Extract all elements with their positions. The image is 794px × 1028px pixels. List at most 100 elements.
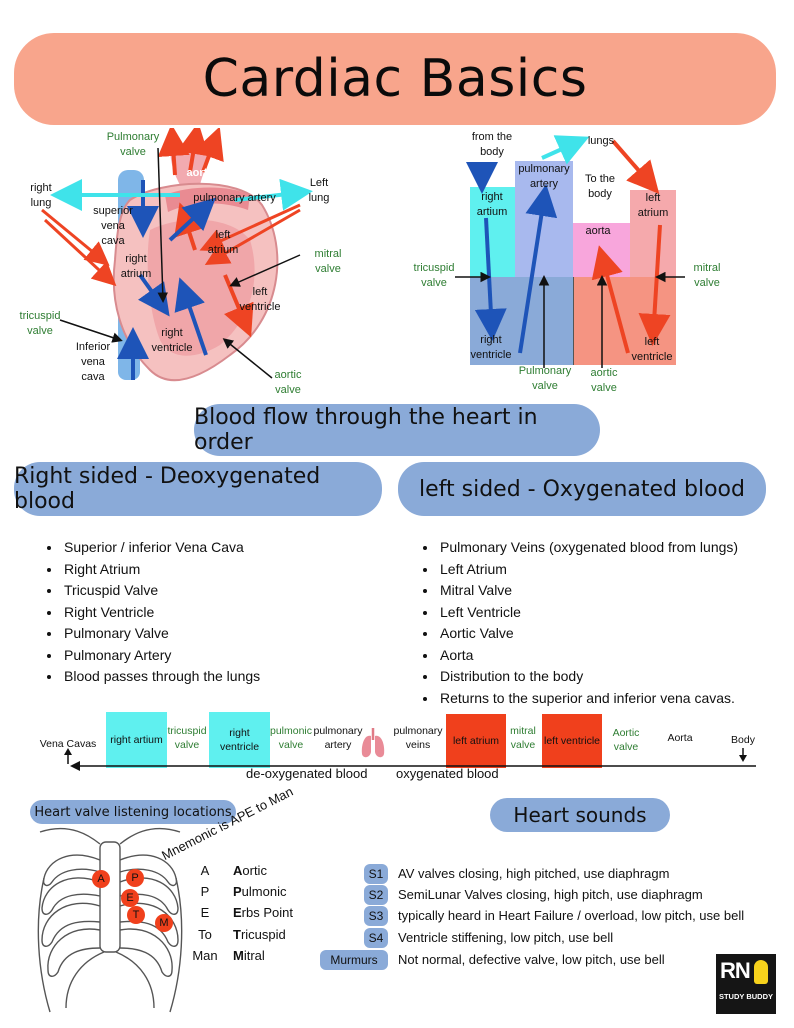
- mnemonic-word: Tricuspid: [233, 927, 286, 942]
- marker-tricuspid: T: [127, 906, 145, 924]
- pa-block: [515, 161, 573, 277]
- mnemonic-word: Erbs Point: [233, 905, 293, 920]
- label-pulmonary-valve-box: Pulmonary valve: [518, 365, 572, 392]
- list-item: Returns to the superior and inferior ven…: [438, 688, 794, 710]
- right-side-heading-text: Right sided - Deoxygenated blood: [14, 464, 321, 514]
- list-item: Aorta: [438, 645, 794, 667]
- rn-study-buddy-logo: RN STUDY BUDDY: [716, 954, 776, 1014]
- sound-desc: SemiLunar Valves closing, high pitch, us…: [398, 887, 703, 902]
- label-aorta: aorta: [186, 167, 214, 179]
- list-item: Right Atrium: [62, 559, 392, 581]
- list-item: Tricuspid Valve: [62, 580, 392, 602]
- heart-sounds-heading: Heart sounds: [490, 798, 670, 832]
- label-mitral-valve: mitral valve: [314, 248, 342, 275]
- list-item: Pulmonary Valve: [62, 623, 392, 645]
- marker-mitral: M: [155, 914, 173, 932]
- label-lungs: lungs: [587, 135, 615, 147]
- chamber-schematic: from the body lungs pulmonary artery rig…: [410, 128, 740, 398]
- sound-desc: typically heard in Heart Failure / overl…: [398, 908, 745, 923]
- marker-pulmonic: P: [126, 869, 144, 887]
- mnemonic-letter: P: [200, 884, 210, 899]
- flow-left-atrium: left atrium: [446, 714, 506, 768]
- left-side-heading: left sided - Oxygenated blood: [398, 462, 766, 516]
- label-aorta-box: aorta: [585, 225, 611, 237]
- sound-tag-murmurs: Murmurs: [320, 950, 388, 970]
- label-left-ventricle-box: left ventricle: [631, 336, 673, 363]
- flow-body: Body: [731, 734, 755, 746]
- flow-pulmonic-valve: pulmonic valve: [269, 725, 313, 751]
- flow-arrow-line: [64, 748, 756, 771]
- label-pulmonary-valve: Pulmonary valve: [106, 131, 160, 158]
- sound-tag-s2: S2: [364, 885, 388, 905]
- label-right-ventricle: right ventricle: [151, 327, 193, 354]
- label-tricuspid-valve-box: tricuspid valve: [413, 262, 455, 289]
- label-deoxygenated: de-oxygenated blood: [246, 766, 368, 781]
- mnemonic-letter: Man: [192, 948, 218, 963]
- valve-locations-heading-text: Heart valve listening locations: [34, 804, 232, 820]
- label-aortic-valve-box: aortic valve: [590, 367, 618, 394]
- list-item: Left Atrium: [438, 559, 794, 581]
- label-to-body: To the body: [585, 173, 615, 200]
- title-banner: Cardiac Basics: [14, 33, 776, 125]
- sound-tag-s4: S4: [364, 928, 388, 948]
- flow-pulmonary-veins: pulmonary veins: [393, 725, 443, 751]
- label-left-ventricle: left ventricle: [239, 286, 281, 313]
- flow-aorta: Aorta: [667, 732, 693, 744]
- label-inferior-vena-cava: Inferior vena cava: [75, 341, 111, 383]
- label-right-ventricle-box: right ventricle: [470, 334, 512, 361]
- sound-desc: AV valves closing, high pitched, use dia…: [398, 866, 670, 881]
- label-mitral-valve-box: mitral valve: [693, 262, 721, 289]
- label-from-body: from the body: [471, 131, 513, 158]
- sound-desc: Not normal, defective valve, low pitch, …: [398, 952, 665, 967]
- left-side-heading-text: left sided - Oxygenated blood: [419, 476, 745, 502]
- list-item: Pulmonary Artery: [62, 645, 392, 667]
- list-item: Aortic Valve: [438, 623, 794, 645]
- ra-block: [470, 187, 515, 277]
- heart-illustration: [41, 128, 313, 381]
- mnemonic-letter: A: [200, 863, 210, 878]
- label-left-atrium-box: left atrium: [637, 192, 669, 219]
- la-block: [630, 190, 676, 277]
- list-item: Distribution to the body: [438, 666, 794, 688]
- flow-heading-text: Blood flow through the heart in order: [194, 405, 538, 455]
- list-item: Pulmonary Veins (oxygenated blood from l…: [438, 537, 794, 559]
- label-right-artium-box: right artium: [476, 191, 508, 218]
- sound-desc: Ventricle stiffening, low pitch, use bel…: [398, 930, 614, 945]
- flow-left-ventricle: left ventricle: [542, 714, 602, 768]
- logo-rn: RN: [720, 958, 751, 983]
- label-pulmonary-artery: pulmonary artery: [193, 192, 276, 204]
- label-right-atrium: right atrium: [120, 253, 152, 280]
- label-aortic-valve: aortic valve: [274, 369, 302, 396]
- flow-pulmonary-artery: pulmonary artery: [313, 725, 363, 751]
- sound-tag-s3: S3: [364, 906, 388, 926]
- flow-heading: Blood flow through the heart in order: [194, 404, 600, 456]
- label-left-lung: Left lung: [308, 177, 330, 204]
- flow-mitral-valve: mitral valve: [510, 725, 536, 751]
- mnemonic-word: Pulmonic: [233, 884, 287, 899]
- flow-aortic-valve: Aortic valve: [612, 727, 640, 753]
- label-left-atrium: left atrium: [207, 229, 239, 256]
- marker-aortic: A: [92, 870, 110, 888]
- flow-right-artium: right artium: [106, 712, 167, 768]
- pencil-icon: [754, 960, 768, 984]
- midline: [573, 277, 574, 365]
- list-item: Left Ventricle: [438, 602, 794, 624]
- mnemonic-letter: E: [200, 905, 210, 920]
- ribcage-illustration: [37, 827, 183, 1013]
- mnemonic-word: Mitral: [233, 948, 265, 963]
- heart-sounds-heading-text: Heart sounds: [513, 803, 647, 827]
- mnemonic-word: Aortic: [233, 863, 267, 878]
- marker-erbs: E: [121, 889, 139, 907]
- left-side-list: Pulmonary Veins (oxygenated blood from l…: [418, 537, 794, 709]
- valve-locations-heading: Heart valve listening locations: [30, 800, 236, 824]
- page-title: Cardiac Basics: [202, 49, 588, 109]
- list-item: Superior / inferior Vena Cava: [62, 537, 392, 559]
- flow-strip: Vena Cavas right artium tricuspid valve …: [0, 708, 794, 788]
- right-side-list: Superior / inferior Vena Cava Right Atri…: [42, 537, 392, 688]
- flow-tricuspid-valve: tricuspid valve: [167, 725, 207, 751]
- sound-tag-s1: S1: [364, 864, 388, 884]
- list-item: Right Ventricle: [62, 602, 392, 624]
- right-side-heading: Right sided - Deoxygenated blood: [14, 462, 382, 516]
- label-pulmonary-artery-box: pulmonary artery: [518, 163, 570, 190]
- flow-vena-cavas: Vena Cavas: [39, 738, 97, 750]
